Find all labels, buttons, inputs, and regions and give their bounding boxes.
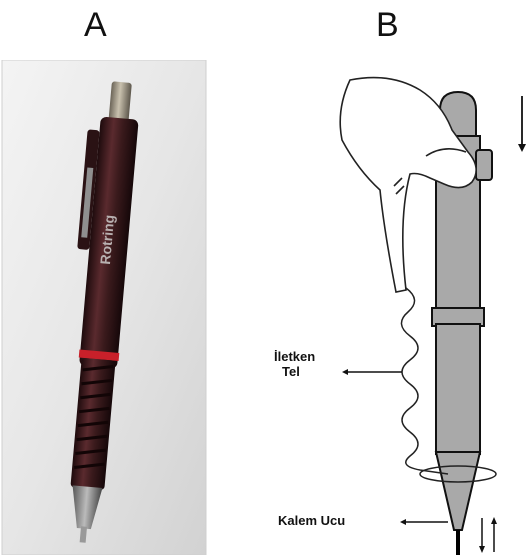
wire-label-line2: Tel: [274, 364, 315, 379]
panel-b-label: B: [376, 6, 399, 45]
wire-callout-label: İletken Tel: [274, 349, 315, 379]
pencil-lead: [456, 530, 460, 555]
tip-callout-label: Kalem Ucu: [278, 513, 345, 528]
pencil-photo: Rotring: [0, 60, 208, 555]
panel-a-label: A: [84, 6, 107, 45]
wire-label-line1: İletken: [274, 349, 315, 364]
down-arrow-icon: [518, 96, 526, 152]
pencil-wire-diagram: [230, 60, 530, 555]
up-down-arrows-icon: [479, 517, 497, 553]
